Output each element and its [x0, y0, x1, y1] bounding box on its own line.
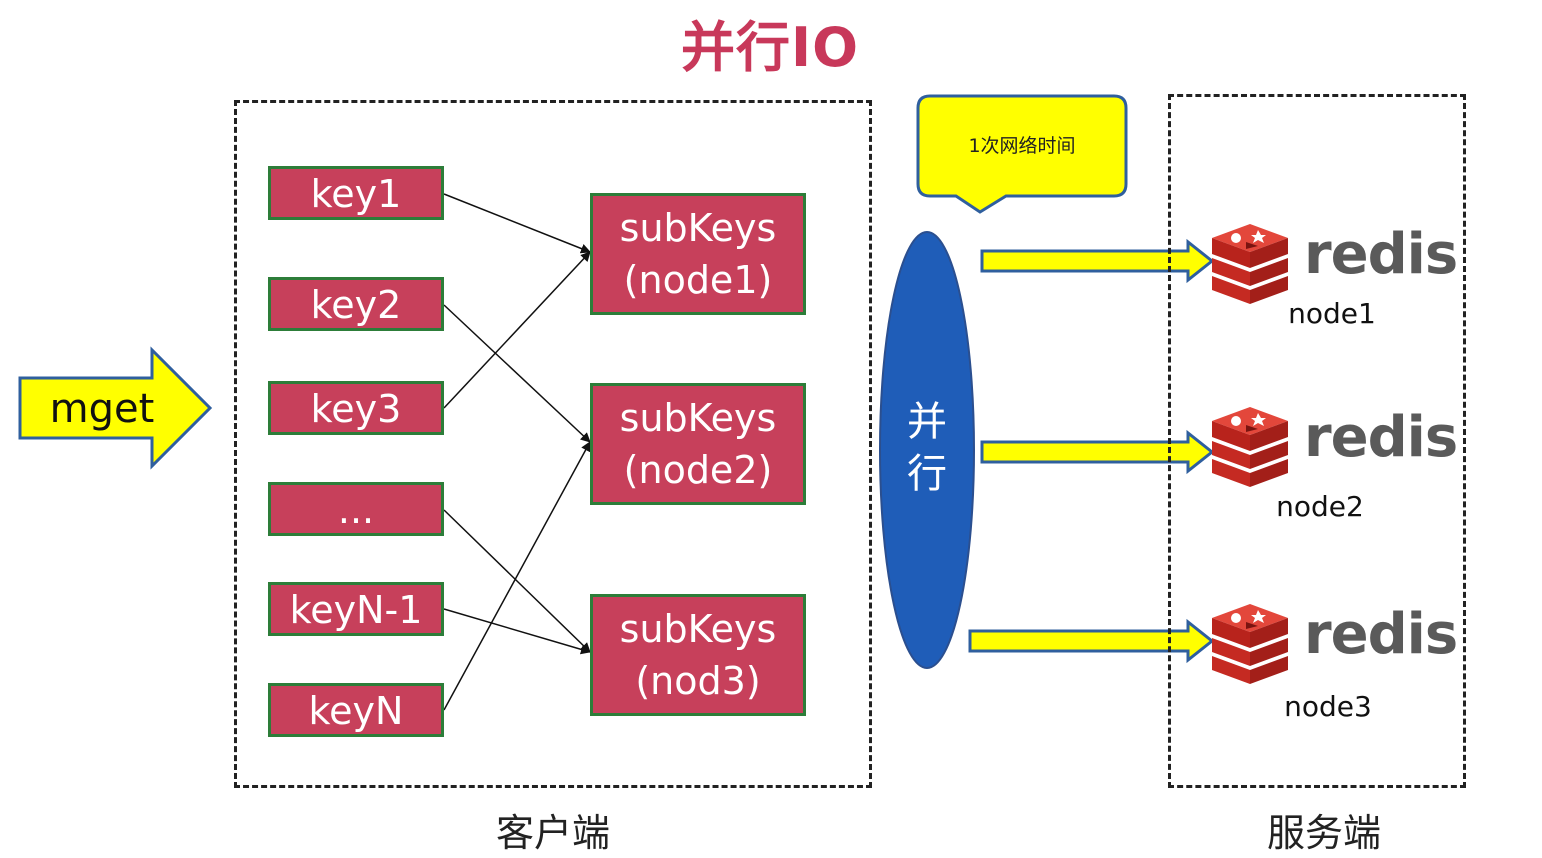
parallel-label: 并 行: [907, 399, 947, 497]
server-caption: 服务端: [1266, 811, 1381, 855]
node-label-node1: node1: [1288, 297, 1376, 330]
subkeys-box-node1: subKeys (node1): [590, 193, 806, 315]
subkeys-line2: (nod3): [635, 659, 761, 703]
subkeys-box-node2: subKeys (node2): [590, 383, 806, 505]
key-box-keyn-1: keyN-1: [268, 582, 444, 636]
key-box-key3: key3: [268, 381, 444, 435]
arrow-to-node1-icon: [980, 238, 1215, 284]
client-caption: 客户端: [495, 811, 610, 855]
key-box-keyn: keyN: [268, 683, 444, 737]
subkeys-line1: subKeys: [619, 396, 777, 440]
server-arrows: [968, 238, 1215, 664]
arrow-to-node2-icon: [980, 429, 1215, 475]
key-box-key2: key2: [268, 277, 444, 331]
client-region: [234, 100, 872, 788]
redis-wordmark: redis: [1304, 222, 1458, 287]
server-region: [1168, 94, 1466, 788]
subkeys-line2: (node2): [623, 448, 773, 492]
redis-logo-icon: [1212, 604, 1288, 684]
redis-logo-icon: [1212, 407, 1288, 487]
subkeys-box-node3: subKeys (nod3): [590, 594, 806, 716]
parallel-ellipse: [879, 231, 975, 669]
redis-wordmark: redis: [1304, 602, 1458, 667]
connector-ellipsis-node3: [443, 509, 591, 653]
key-box-ellipsis: ...: [268, 482, 444, 536]
connector-key1-node1: [443, 193, 591, 254]
subkeys-line2: (node1): [623, 258, 773, 302]
connector-key2-node2: [443, 304, 591, 443]
arrow-to-node3-icon: [968, 618, 1215, 664]
callout-text: 1次网络时间: [968, 135, 1076, 157]
mget-arrow-icon: [18, 346, 213, 470]
connector-keyn-node2: [443, 441, 591, 711]
connector-keyn1-node3: [443, 608, 591, 655]
node-label-node2: node2: [1276, 490, 1364, 523]
node-label-node3: node3: [1284, 690, 1372, 723]
speech-callout-icon: [916, 94, 1128, 214]
connector-key3-node1: [443, 251, 591, 409]
redis-wordmark: redis: [1304, 405, 1458, 470]
subkeys-line1: subKeys: [619, 607, 777, 651]
redis-logo-icon: [1212, 224, 1288, 304]
subkeys-line1: subKeys: [619, 206, 777, 250]
key-connectors: [443, 193, 591, 711]
key-box-key1: key1: [268, 166, 444, 220]
page-title: 并行IO: [681, 16, 859, 79]
mget-label: mget: [49, 386, 155, 432]
